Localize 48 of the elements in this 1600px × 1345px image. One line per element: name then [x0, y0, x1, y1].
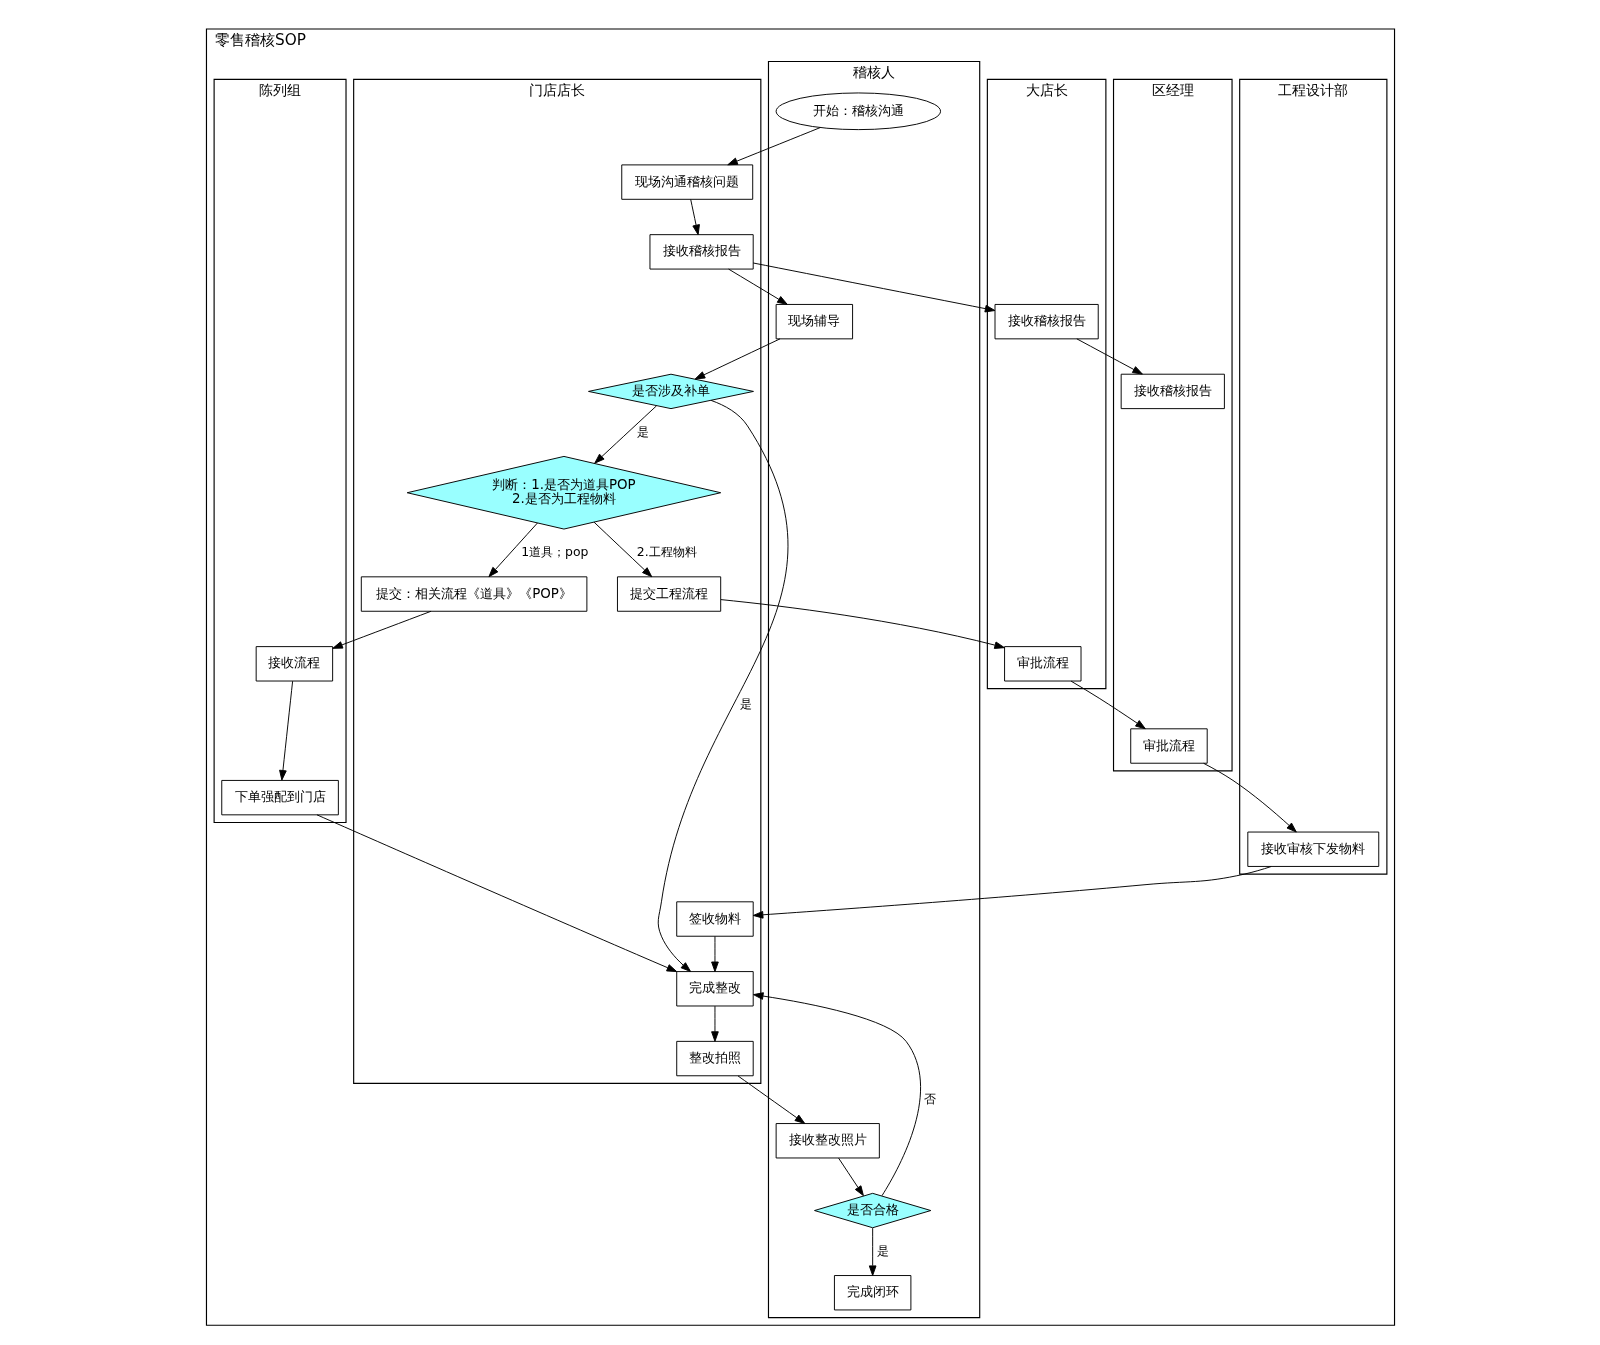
node-box: 完成闭环	[833, 1275, 911, 1311]
edge-label: 是	[876, 1242, 889, 1258]
node-box: 接收稽核报告	[1120, 373, 1225, 410]
arrow	[719, 599, 1005, 649]
edge-label: 2.工程物料	[636, 544, 697, 560]
node-box: 提交：相关流程《道具》《POP》	[360, 576, 587, 612]
node-ellipse: 开始：稽核沟通	[775, 92, 941, 131]
node-box: 审批流程	[1129, 728, 1208, 764]
node-box: 现场沟通稽核问题	[620, 164, 753, 200]
arrow	[1075, 338, 1143, 375]
node-box: 接收稽核报告	[649, 234, 754, 270]
edge-label: 否	[923, 1090, 936, 1106]
arrow	[710, 1005, 719, 1042]
node-box: 整改拍照	[675, 1040, 754, 1077]
node-box: 接收流程	[255, 646, 333, 682]
arrow	[1070, 680, 1146, 730]
node-box: 接收审核下发物料	[1246, 831, 1379, 867]
arrow	[331, 610, 432, 649]
edge-label: 是	[636, 423, 649, 439]
node-box: 现场辅导	[775, 303, 853, 340]
node-box: 完成整改	[675, 971, 754, 1007]
arrow	[752, 866, 1272, 919]
edge-label: 是	[739, 696, 752, 712]
arrow	[487, 522, 538, 578]
arrow	[752, 262, 995, 313]
node-diamond: 是否合格	[813, 1192, 931, 1229]
arrow	[737, 1075, 805, 1124]
node-box: 提交工程流程	[616, 576, 721, 612]
node-box: 签收物料	[675, 901, 754, 937]
arrow	[868, 1227, 876, 1276]
node-box: 审批流程	[1003, 646, 1081, 682]
arrow	[837, 1157, 864, 1197]
arrow	[689, 199, 700, 236]
node-box: 接收整改照片	[775, 1123, 880, 1159]
arrow	[752, 992, 921, 1197]
node-box: 下单强配到门店	[220, 779, 339, 816]
arrow	[278, 680, 293, 781]
node-box: 接收稽核报告	[994, 303, 1099, 340]
arrow	[657, 399, 788, 972]
arrow	[593, 521, 652, 578]
arrow	[710, 935, 719, 973]
arrow	[593, 405, 657, 464]
arrow	[726, 127, 821, 166]
arrow	[727, 268, 788, 305]
arrow	[1202, 762, 1297, 833]
arrow	[316, 814, 677, 973]
arrow	[694, 338, 780, 380]
edge-label: 1道具；pop	[520, 544, 588, 560]
